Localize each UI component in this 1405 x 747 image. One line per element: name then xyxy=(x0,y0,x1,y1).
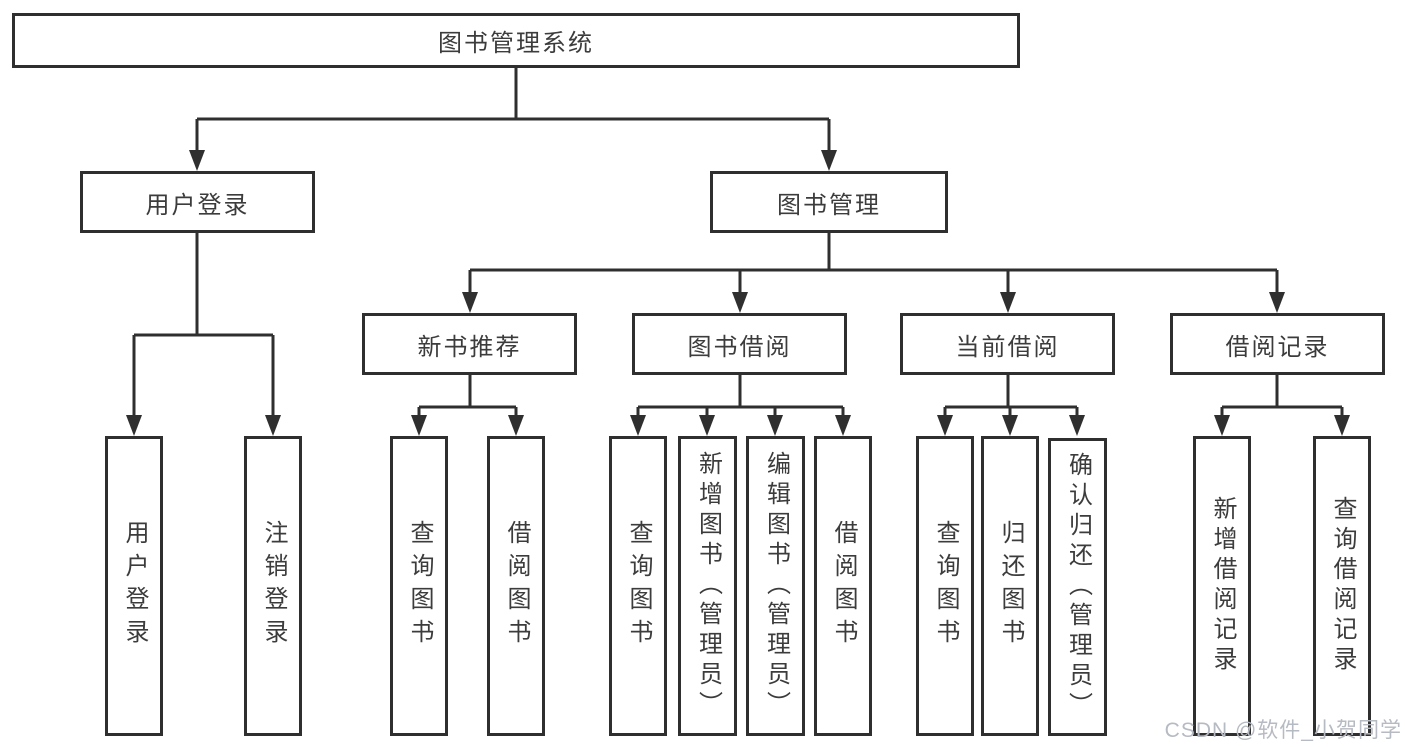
node-label: 当前借阅 xyxy=(955,333,1060,361)
leaf-confirm-return-admin: 确认归还（管理员） xyxy=(1048,438,1107,736)
node-user-login-branch: 用户登录 xyxy=(80,171,315,233)
node-label: 查询图书 xyxy=(932,520,959,652)
leaf-edit-books-admin: 编辑图书（管理员） xyxy=(746,436,805,736)
leaf-query-books-3: 查询图书 xyxy=(916,436,974,736)
node-label: 查询借阅记录 xyxy=(1329,496,1356,676)
leaf-borrow-books-1: 借阅图书 xyxy=(487,436,545,736)
leaf-query-books-1: 查询图书 xyxy=(390,436,448,736)
csdn-watermark: CSDN @软件_小贺同学 xyxy=(1164,719,1402,742)
node-current-borrowing: 当前借阅 xyxy=(900,313,1115,375)
node-label: 新增借阅记录 xyxy=(1209,496,1236,676)
node-label: 查询图书 xyxy=(625,520,652,652)
node-label: 借阅图书 xyxy=(503,520,530,652)
node-book-borrowing: 图书借阅 xyxy=(632,313,847,375)
leaf-logout: 注销登录 xyxy=(244,436,302,736)
node-label: 确认归还（管理员） xyxy=(1064,452,1092,722)
node-new-book-recommendation: 新书推荐 xyxy=(362,313,577,375)
node-label: 新书推荐 xyxy=(417,333,522,361)
leaf-user-login: 用户登录 xyxy=(105,436,163,736)
node-book-management-branch: 图书管理 xyxy=(710,171,948,233)
leaf-query-borrow-record: 查询借阅记录 xyxy=(1313,436,1371,736)
node-label: 图书管理系统 xyxy=(438,30,594,57)
node-library-management-system: 图书管理系统 xyxy=(12,13,1020,68)
leaf-query-books-2: 查询图书 xyxy=(609,436,667,736)
node-borrowing-records: 借阅记录 xyxy=(1170,313,1385,375)
node-label: 注销登录 xyxy=(260,520,287,652)
node-label: 编辑图书（管理员） xyxy=(762,451,790,721)
leaf-add-books-admin: 新增图书（管理员） xyxy=(678,436,737,736)
node-label: 借阅记录 xyxy=(1225,333,1330,361)
node-label: 查询图书 xyxy=(406,520,433,652)
leaf-borrow-books-2: 借阅图书 xyxy=(814,436,872,736)
node-label: 用户登录 xyxy=(145,191,250,219)
node-label: 借阅图书 xyxy=(830,520,857,652)
leaf-return-books: 归还图书 xyxy=(981,436,1039,736)
arrowheads xyxy=(126,150,1350,436)
node-label: 用户登录 xyxy=(121,520,148,652)
leaf-add-borrow-record: 新增借阅记录 xyxy=(1193,436,1251,736)
node-label: 归还图书 xyxy=(997,520,1024,652)
node-label: 图书借阅 xyxy=(687,333,792,361)
node-label: 新增图书（管理员） xyxy=(694,451,722,721)
node-label: 图书管理 xyxy=(777,191,881,219)
